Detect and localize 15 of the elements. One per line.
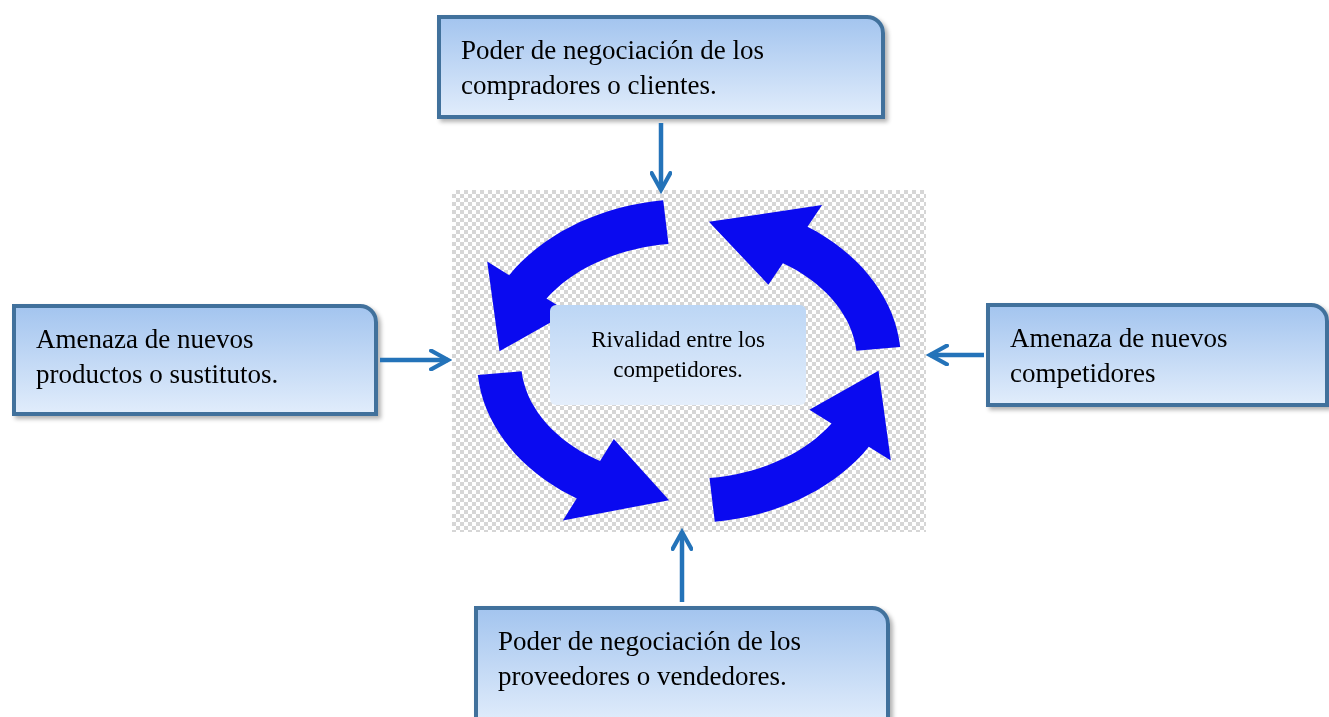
arrow xyxy=(670,529,694,602)
force-box xyxy=(474,606,890,717)
node-text: Amenaza de nuevos productos o sustitutos. xyxy=(36,324,279,390)
center-box xyxy=(550,305,806,405)
force-box xyxy=(12,304,378,416)
arrow xyxy=(649,123,673,193)
node-text: Rivalidad entre los competidores. xyxy=(590,326,766,384)
force-box xyxy=(437,15,885,119)
node-text: Poder de negociación de los proveedores o vendedores. xyxy=(498,626,801,692)
node-text: Amenaza de nuevos competidores xyxy=(1010,323,1228,389)
force-box xyxy=(986,303,1329,407)
node-text: Poder de negociación de los compradores o clientes. xyxy=(461,35,764,101)
arrow xyxy=(927,343,984,367)
cycle-picture xyxy=(452,190,926,532)
arrow xyxy=(380,348,451,372)
